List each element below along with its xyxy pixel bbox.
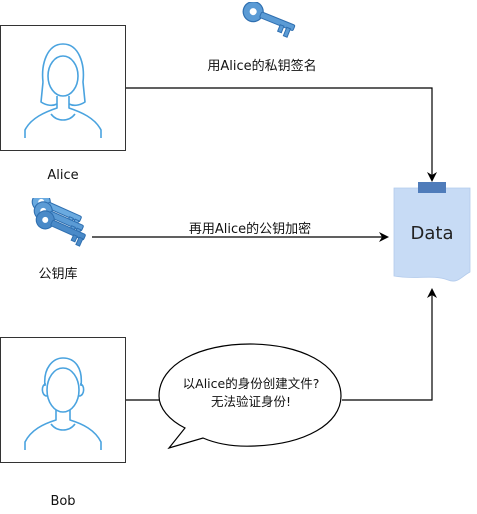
alice-to-data-arrow (126, 87, 437, 182)
public-keyring-label: 公钥库 (38, 267, 78, 282)
alice-label: Alice (47, 168, 79, 183)
data-note: Data (392, 180, 472, 284)
person-icon (24, 357, 102, 450)
data-note-label: Data (410, 223, 454, 244)
alice-avatar-box (0, 25, 126, 151)
bob-avatar-box (0, 337, 126, 463)
bubble-line-2: 无法验证身份! (210, 394, 291, 409)
private-key-sign-label: 用Alice的私钥签名 (207, 59, 317, 74)
bubble-text: 以Alice的身份创建文件? 无法验证身份! (163, 375, 339, 411)
person-icon (24, 43, 102, 138)
private-key-icon (242, 2, 296, 38)
bubble-line-1: 以Alice的身份创建文件? (182, 376, 320, 391)
public-keyring-icon (31, 198, 86, 247)
bubble-to-data-arrow (342, 288, 437, 401)
speech-bubble (158, 343, 342, 450)
encrypt-with-public-key-label: 再用Alice的公钥加密 (188, 222, 312, 237)
sticky-note-icon (393, 182, 471, 282)
bob-label: Bob (50, 494, 76, 509)
